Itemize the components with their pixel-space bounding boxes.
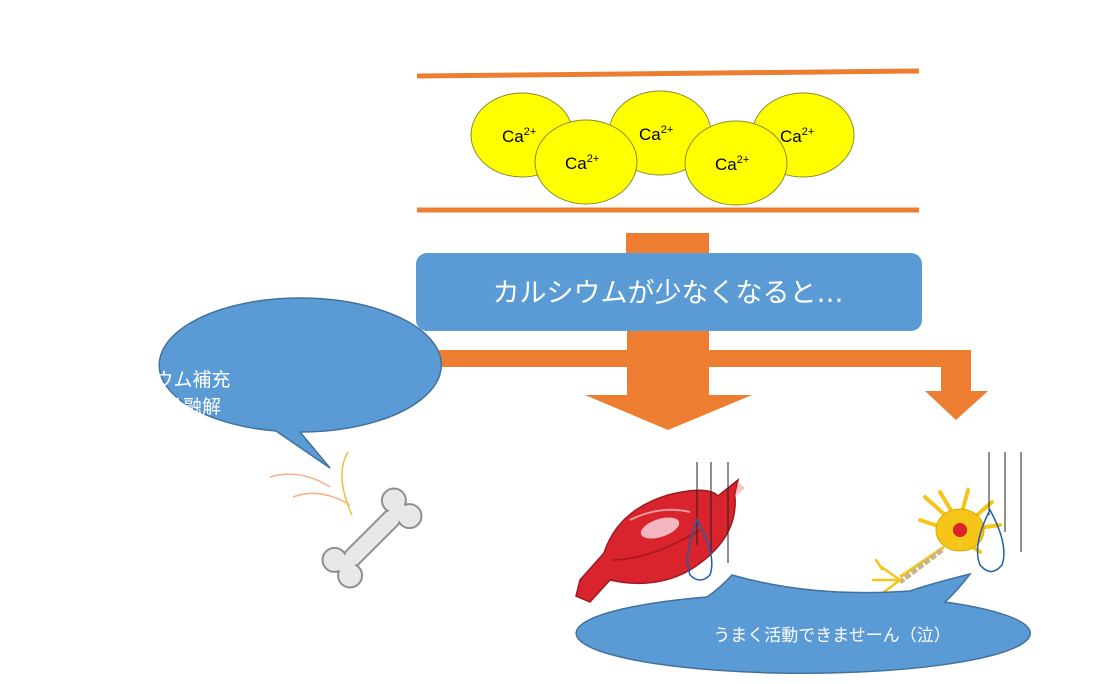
neuron-tear-indicator <box>976 452 1022 573</box>
svg-text:Ca2+: Ca2+ <box>780 126 814 146</box>
banner-text: カルシウムが少なくなると… <box>493 278 844 309</box>
ion-charge: 2+ <box>802 126 815 138</box>
neuron-icon <box>871 488 1002 594</box>
ion-charge: 2+ <box>524 126 537 138</box>
bone-icon <box>321 487 423 589</box>
motion-lines <box>269 451 353 516</box>
svg-text:Ca2+: Ca2+ <box>565 153 599 173</box>
ion-symbol: Ca <box>565 154 587 173</box>
ion-charge: 2+ <box>587 153 600 165</box>
bubble-line-1: カルシウム補充 <box>97 369 230 391</box>
ion-symbol: Ca <box>639 125 661 144</box>
svg-text:Ca2+: Ca2+ <box>715 154 749 174</box>
ion-symbol: Ca <box>502 127 524 146</box>
bubble-line-2: のため骨融解 <box>107 396 221 418</box>
result-banner: カルシウムが少なくなると… <box>416 253 922 331</box>
muscle-icon <box>575 478 745 603</box>
svg-text:Ca2+: Ca2+ <box>639 124 673 144</box>
bone-speech-bubble: カルシウム補充 のため骨融解 <box>97 297 442 469</box>
ion-symbol: Ca <box>780 127 802 146</box>
bottom-speech-bubble: うまく活動できませーん（泣） <box>575 572 1031 674</box>
membrane-top-line <box>416 68 920 79</box>
ion-symbol: Ca <box>715 155 737 174</box>
connector-stem <box>626 233 709 255</box>
bottom-bubble-text: うまく活動できませーん（泣） <box>713 626 951 646</box>
calcium-ion-4: Ca2+ <box>684 120 788 206</box>
ion-charge: 2+ <box>737 154 750 166</box>
calcium-ion-2: Ca2+ <box>534 119 638 205</box>
svg-text:Ca2+: Ca2+ <box>502 126 536 146</box>
muscle-tear-indicator <box>686 462 729 581</box>
ion-charge: 2+ <box>661 124 674 136</box>
